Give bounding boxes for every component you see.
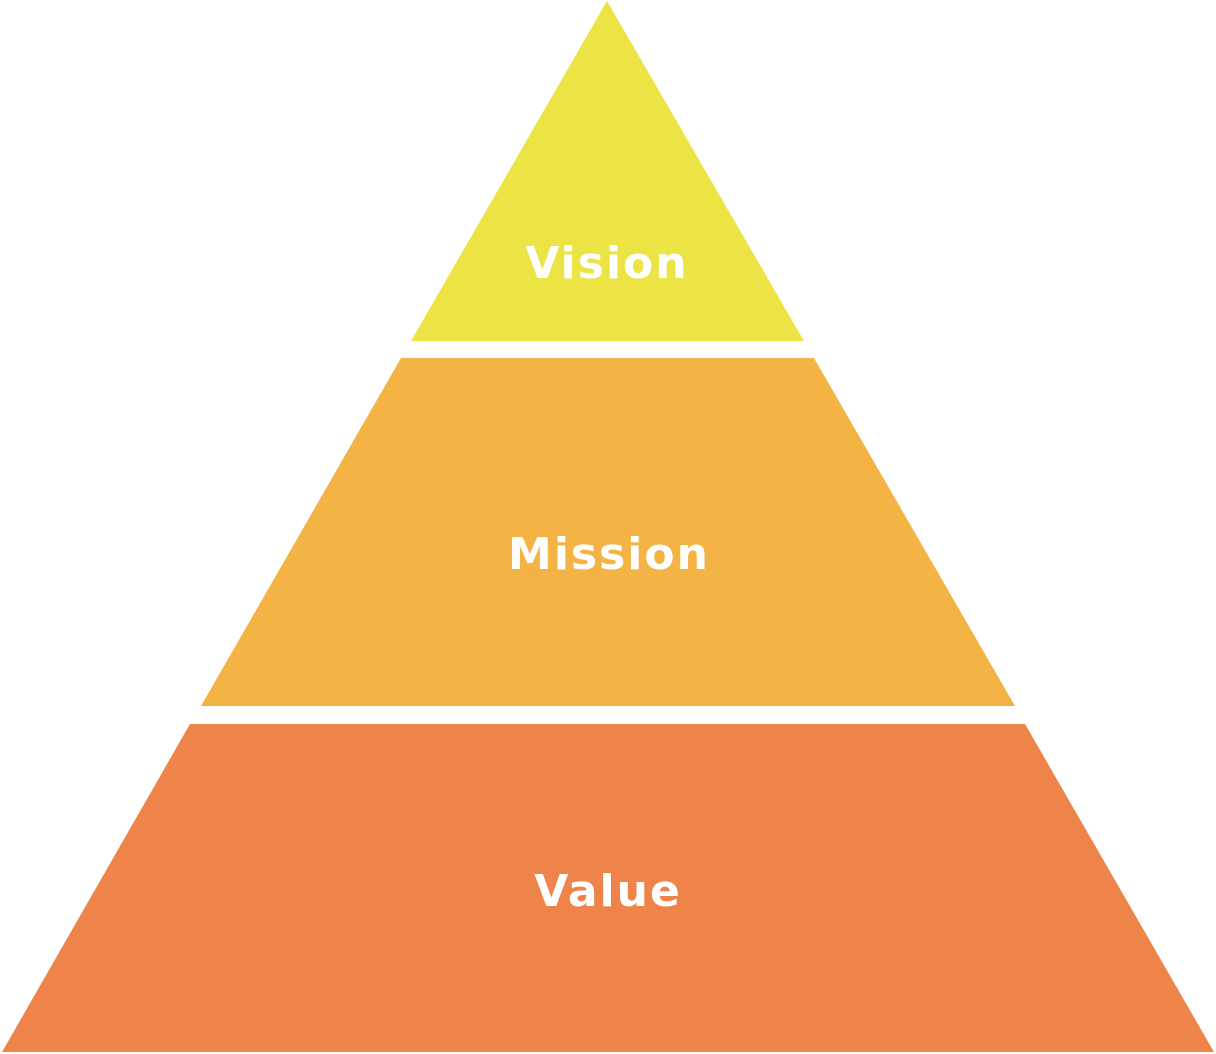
tier-value-shape <box>2 724 1214 1052</box>
tier-mission-shape <box>201 358 1015 706</box>
tier-mission-label: Mission <box>508 529 710 580</box>
tier-value-label: Value <box>534 866 682 917</box>
tier-vision-label: Vision <box>525 238 688 289</box>
tier-vision-shape <box>411 1 804 341</box>
